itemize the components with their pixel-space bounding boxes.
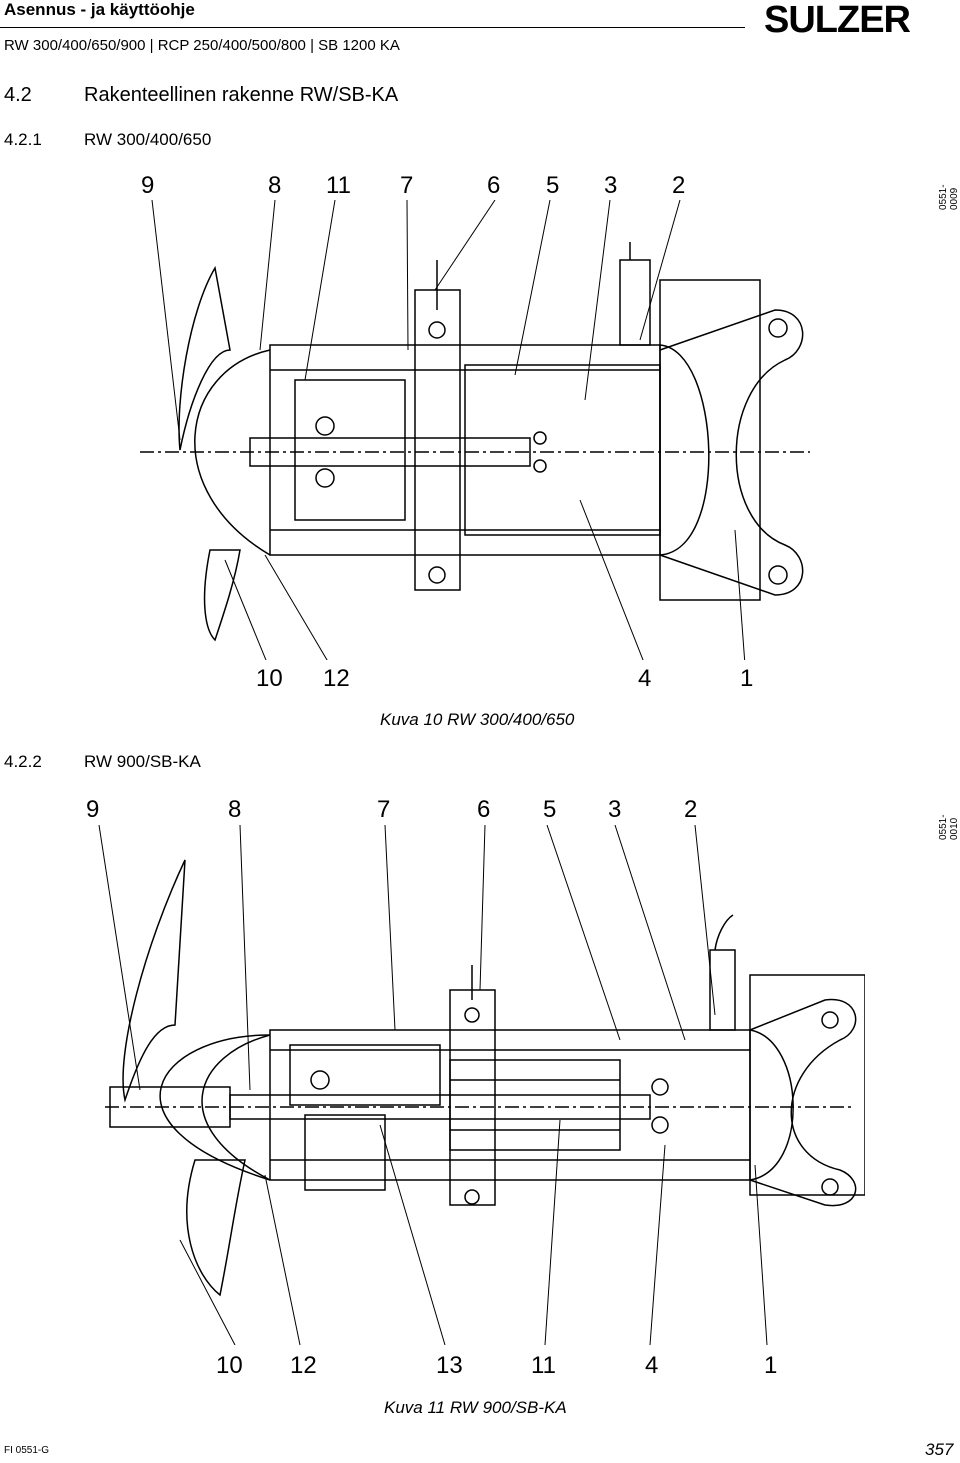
document-subtitle: RW 300/400/650/900 | RCP 250/400/500/800… xyxy=(4,37,400,54)
fig1-callout-11: 11 xyxy=(326,172,351,199)
mixer-drawing-rw900 xyxy=(98,825,865,1345)
section-title: Rakenteellinen rakenne RW/SB-KA xyxy=(84,84,399,106)
fig2-callout-1: 1 xyxy=(764,1352,778,1379)
drawing-id-2: 0551-0010 xyxy=(938,814,960,840)
fig2-callout-12: 12 xyxy=(290,1352,317,1379)
sulzer-logo: SULZER xyxy=(764,0,911,41)
subsection-number-2: 4.2.2 xyxy=(4,752,42,771)
fig1-callout-2: 2 xyxy=(672,172,686,199)
document-code: FI 0551-G xyxy=(4,1445,50,1456)
fig2-callout-9: 9 xyxy=(86,796,100,823)
mixer-drawing-rw300 xyxy=(140,200,810,660)
subsection-number-1: 4.2.1 xyxy=(4,130,42,149)
fig1-callout-1: 1 xyxy=(740,665,754,692)
figure-caption-1: Kuva 10 RW 300/400/650 xyxy=(380,710,575,729)
fig2-callout-3: 3 xyxy=(608,796,622,823)
fig2-callout-8: 8 xyxy=(228,796,242,823)
fig1-callout-9: 9 xyxy=(141,172,155,199)
fig1-callout-12: 12 xyxy=(323,665,350,692)
document-title: Asennus - ja käyttöohje xyxy=(4,0,195,19)
section-number: 4.2 xyxy=(4,84,32,106)
subsection-title-1: RW 300/400/650 xyxy=(84,130,212,149)
fig1-callout-5: 5 xyxy=(546,172,560,199)
fig2-callout-4: 4 xyxy=(645,1352,659,1379)
fig1-callout-3: 3 xyxy=(604,172,618,199)
fig2-callout-7: 7 xyxy=(377,796,391,823)
fig2-callout-6: 6 xyxy=(477,796,491,823)
fig2-callout-11: 11 xyxy=(531,1352,556,1379)
page-number: 357 xyxy=(925,1440,954,1459)
figure-caption-2: Kuva 11 RW 900/SB-KA xyxy=(384,1398,567,1417)
fig1-callout-4: 4 xyxy=(638,665,652,692)
header-rule xyxy=(0,27,745,28)
fig1-callout-10: 10 xyxy=(256,665,283,692)
fig2-callout-13: 13 xyxy=(436,1352,463,1379)
fig1-callout-7: 7 xyxy=(400,172,414,199)
drawing-id-1: 0551-0009 xyxy=(938,184,960,210)
fig2-callout-2: 2 xyxy=(684,796,698,823)
fig1-callout-6: 6 xyxy=(487,172,501,199)
fig2-callout-10: 10 xyxy=(216,1352,243,1379)
subsection-title-2: RW 900/SB-KA xyxy=(84,752,201,771)
fig2-callout-5: 5 xyxy=(543,796,557,823)
fig1-callout-8: 8 xyxy=(268,172,282,199)
